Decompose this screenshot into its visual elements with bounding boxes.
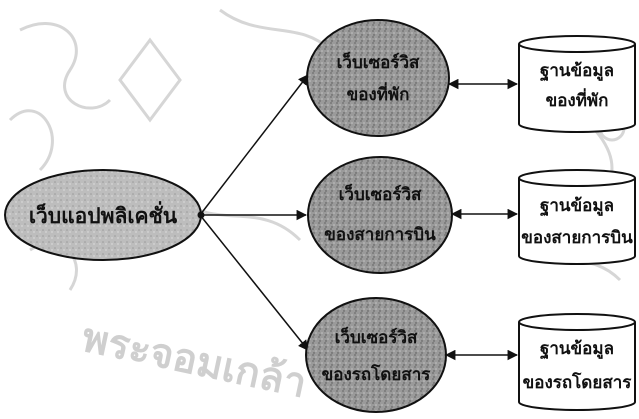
database-airline-line2: ของสายการบิน: [521, 228, 633, 248]
service-accommodation-line1: เว็บเซอร์วิส: [337, 50, 420, 73]
service-node-bus: เว็บเซอร์วิส ของรถโดยสาร: [306, 298, 446, 412]
service-accommodation-line2: ของที่พัก: [347, 82, 410, 105]
connector-app-service-1: [200, 75, 308, 215]
database-bus-line2: ของรถโดยสาร: [523, 372, 633, 393]
service-node-airline: เว็บเซอร์วิส ของสายการบิน: [308, 157, 452, 273]
service-bus-line1: เว็บเซอร์วิส: [335, 325, 418, 348]
service-bus-line2: ของรถโดยสาร: [322, 364, 432, 385]
service-node-accommodation: เว็บเซอร์วิส ของที่พัก: [307, 20, 449, 136]
service-airline-line2: ของสายการบิน: [324, 225, 436, 245]
connectors-service-to-db: [446, 84, 517, 355]
database-accommodation-line1: ฐานข้อมูล: [540, 61, 614, 82]
database-airline: ฐานข้อมูล ของสายการบิน: [519, 170, 635, 264]
watermark-text: พระจอมเกล้า: [78, 315, 311, 407]
web-app-label: เว็บแอปพลิเคชั่น: [29, 200, 178, 228]
database-accommodation-line2: ของที่พัก: [546, 88, 609, 111]
connector-app-service-3: [200, 215, 308, 350]
database-bus-line1: ฐานข้อมูล: [540, 339, 614, 360]
connectors-app-to-services: [200, 75, 308, 350]
database-bus: ฐานข้อมูล ของรถโดยสาร: [519, 314, 635, 410]
database-airline-line1: ฐานข้อมูล: [540, 196, 614, 217]
web-app-node: เว็บแอปพลิเคชั่น: [5, 170, 205, 260]
database-accommodation: ฐานข้อมูล ของที่พัก: [519, 36, 635, 132]
service-airline-line1: เว็บเซอร์วิส: [339, 182, 422, 205]
